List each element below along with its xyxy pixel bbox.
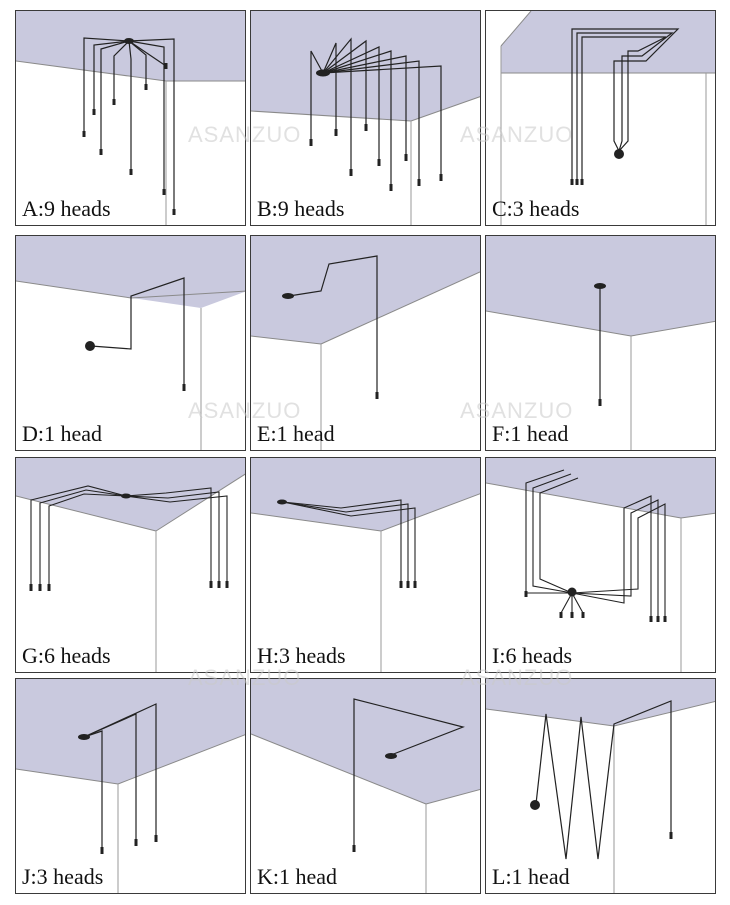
- panel-h: H:3 heads: [250, 457, 481, 673]
- watermark: ASANZUO: [460, 122, 574, 147]
- watermark: ASANZUO: [460, 665, 574, 690]
- panel-e: E:1 head: [250, 235, 481, 451]
- panel-i: I:6 heads: [485, 457, 716, 673]
- panel-b: B:9 heads: [250, 10, 481, 226]
- lamp-diagram-i: [486, 458, 715, 672]
- panel-c: C:3 heads: [485, 10, 716, 226]
- panel-caption-e: E:1 head: [257, 421, 335, 446]
- panel-caption-j: J:3 heads: [22, 864, 104, 889]
- panel-caption-h: H:3 heads: [257, 643, 346, 668]
- panel-caption-c: C:3 heads: [492, 196, 580, 221]
- watermark: ASANZUO: [188, 122, 302, 147]
- watermark: ASANZUO: [188, 398, 302, 423]
- panel-caption-b: B:9 heads: [257, 196, 345, 221]
- lamp-diagram-b: [251, 11, 480, 225]
- panel-d: D:1 head: [15, 235, 246, 451]
- lamp-diagram-k: [251, 679, 480, 893]
- lamp-diagram-g: [16, 458, 245, 672]
- panel-caption-l: L:1 head: [492, 864, 570, 889]
- lamp-diagram-d: [16, 236, 245, 450]
- lamp-diagram-c: [500, 11, 715, 225]
- panel-caption-d: D:1 head: [22, 421, 103, 446]
- panel-a: A:9 heads: [15, 10, 246, 226]
- lamp-diagram-j: [16, 679, 245, 893]
- lamp-diagram-a: [16, 11, 245, 225]
- lamp-diagram-h: [251, 458, 480, 672]
- panel-k: K:1 head: [250, 678, 481, 894]
- panel-caption-a: A:9 heads: [22, 196, 111, 221]
- panel-j: J:3 heads: [15, 678, 246, 894]
- panel-f: F:1 head: [485, 235, 716, 451]
- watermark: ASANZUO: [188, 665, 302, 690]
- panel-caption-i: I:6 heads: [492, 643, 573, 668]
- lamp-diagram-f: [486, 236, 715, 450]
- panel-caption-f: F:1 head: [492, 421, 569, 446]
- watermark: ASANZUO: [460, 398, 574, 423]
- panel-caption-k: K:1 head: [257, 864, 338, 889]
- lamp-diagram-l: [486, 679, 715, 893]
- panel-l: L:1 head: [485, 678, 716, 894]
- panel-caption-g: G:6 heads: [22, 643, 111, 668]
- lamp-diagram-e: [251, 236, 480, 450]
- panel-g: G:6 heads: [15, 457, 246, 673]
